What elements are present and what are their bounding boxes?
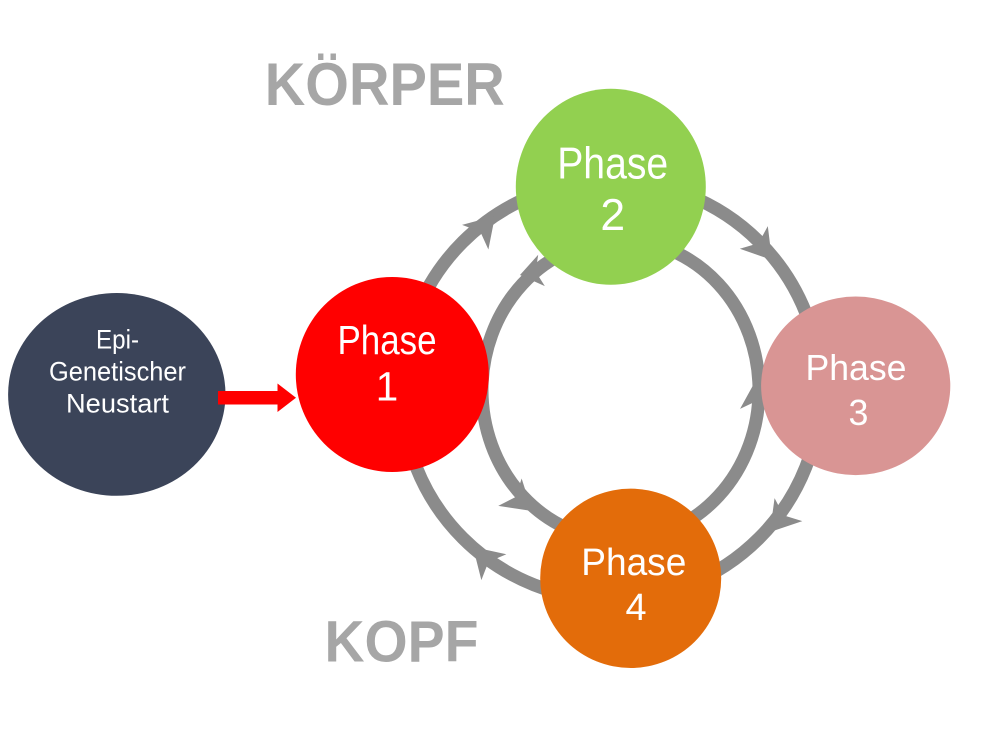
svg-text:KÖRPER: KÖRPER [265, 50, 505, 118]
svg-text:4: 4 [625, 587, 646, 629]
svg-text:2: 2 [600, 191, 625, 240]
svg-text:3: 3 [849, 393, 869, 433]
svg-text:Phase: Phase [806, 348, 907, 388]
svg-text:Epi-: Epi- [96, 325, 139, 355]
svg-text:Phase: Phase [581, 542, 686, 584]
svg-text:Neustart: Neustart [66, 389, 169, 419]
svg-text:KOPF: KOPF [325, 610, 479, 675]
svg-text:1: 1 [376, 364, 398, 410]
svg-text:Genetischer: Genetischer [49, 357, 186, 387]
svg-text:Phase: Phase [338, 317, 437, 363]
svg-text:Phase: Phase [557, 140, 668, 189]
